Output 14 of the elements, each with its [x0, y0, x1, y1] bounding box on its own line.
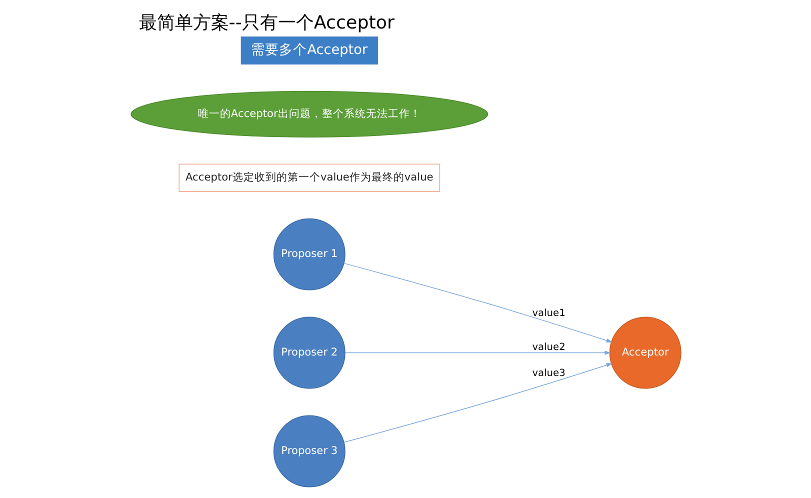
arrow	[343, 363, 612, 443]
node-circle: Proposer 1	[272, 218, 345, 290]
diagram-title: 最简单方案--只有一个Acceptor	[138, 12, 394, 34]
node-circle: Proposer 2	[272, 316, 345, 389]
edge-label: value1	[532, 308, 565, 319]
node-box: 需要多个Acceptor	[240, 36, 378, 65]
node-circle: Acceptor	[608, 316, 681, 389]
node-circle: Proposer 3	[272, 415, 345, 488]
arrow	[343, 262, 612, 342]
arrow	[344, 350, 610, 355]
edge-label: value3	[532, 368, 565, 379]
node-box: Acceptor选定收到的第一个value作为最终的value	[178, 164, 440, 192]
edge-label: value2	[532, 342, 565, 354]
node-ellipse: 唯一的Acceptor出问题，整个系统无法工作！	[130, 90, 488, 138]
